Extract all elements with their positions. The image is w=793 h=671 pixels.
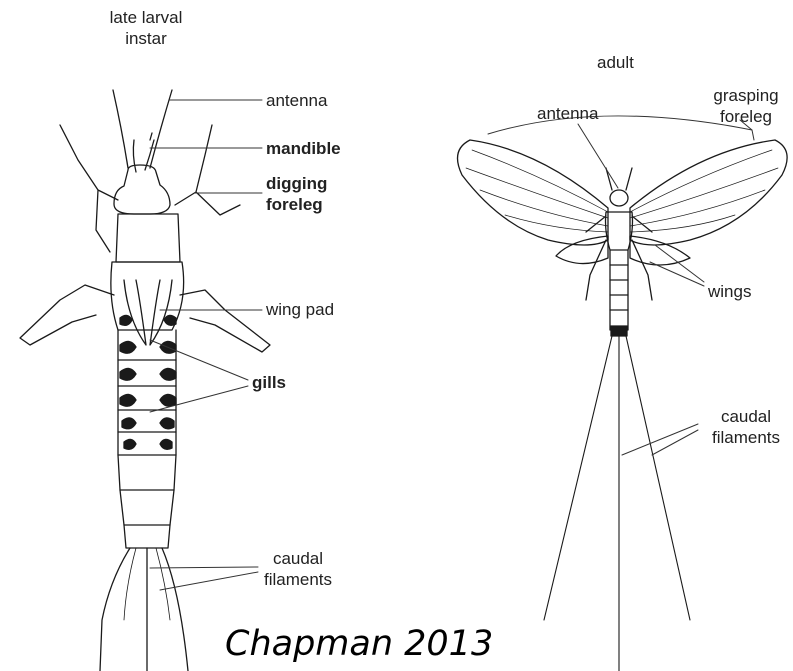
larva-gills [120, 315, 176, 449]
adult-label-grasping-line1: grasping [700, 85, 792, 106]
adult-label-caudal-line2: filaments [700, 427, 792, 448]
adult-legs [586, 216, 652, 300]
larva-label-wing-pad: wing pad [266, 299, 334, 320]
larva-midleg-right [180, 290, 270, 352]
adult-head [610, 190, 628, 206]
adult-terminal-segment [611, 326, 627, 336]
larva-label-mandible: mandible [266, 138, 341, 159]
larva-label-caudal-filaments: caudal filaments [258, 548, 338, 590]
adult-antenna [606, 168, 632, 190]
adult-label-grasping-foreleg: grasping foreleg [700, 85, 792, 127]
adult-label-grasping-line2: foreleg [700, 106, 792, 127]
larva-label-antenna: antenna [266, 90, 327, 111]
larva-foreleg-right [175, 125, 240, 215]
larva-foreleg-left [60, 125, 118, 252]
larva-thorax [116, 214, 180, 262]
adult-thorax [606, 212, 633, 250]
adult-label-antenna: antenna [537, 103, 598, 124]
adult-title: adult [597, 52, 634, 73]
larva-caudal-filaments [100, 548, 188, 671]
adult-label-caudal-filaments: caudal filaments [700, 406, 792, 448]
larva-midleg-left [20, 285, 114, 345]
larva-drawing [20, 90, 270, 671]
larva-antenna [113, 90, 172, 168]
adult-label-caudal-line1: caudal [700, 406, 792, 427]
adult-hindwing-left [556, 236, 608, 264]
larva-label-digging-line2: foreleg [266, 194, 327, 215]
larva-label-caudal-line2: filaments [258, 569, 338, 590]
larva-wing-pad [124, 280, 172, 345]
larva-label-digging-foreleg: digging foreleg [266, 173, 327, 215]
adult-label-wings: wings [708, 281, 751, 302]
adult-caudal-filaments [544, 336, 690, 671]
adult-wing-left [458, 140, 609, 245]
figure-credit: Chapman 2013 [225, 624, 493, 664]
adult-abdomen [610, 250, 628, 330]
larva-label-gills: gills [252, 372, 286, 393]
larva-label-digging-line1: digging [266, 173, 327, 194]
larva-head [114, 165, 170, 214]
larva-label-caudal-line1: caudal [258, 548, 338, 569]
larva-title-line1: late larval [86, 7, 206, 28]
larva-title: late larval instar [86, 7, 206, 49]
adult-hindwing-right [630, 236, 690, 265]
larva-title-line2: instar [86, 28, 206, 49]
